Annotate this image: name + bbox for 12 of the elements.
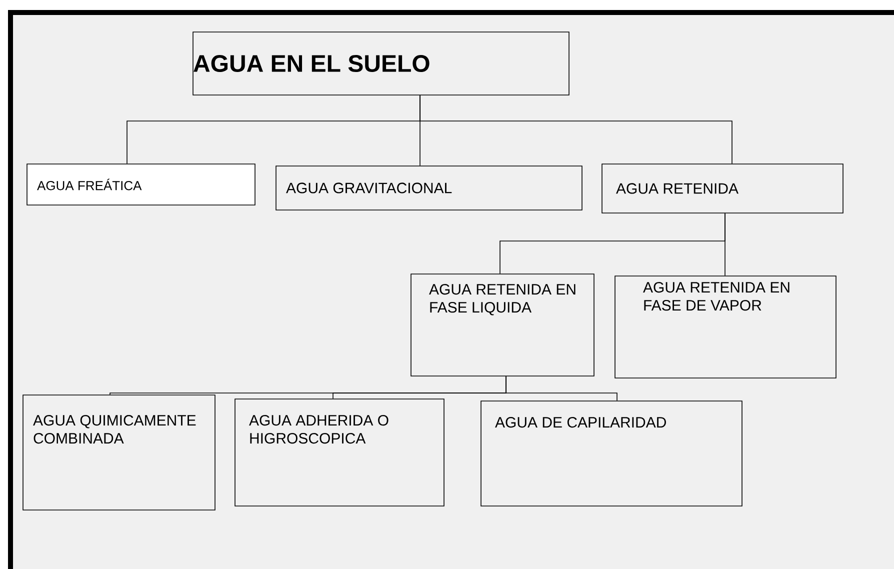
connector-line — [724, 213, 726, 276]
concept-box: AGUA ADHERIDA O HIGROSCOPICA — [234, 398, 444, 506]
concept-box: AGUA FREÁTICA — [26, 164, 256, 206]
concept-box: AGUA DE CAPILARIDAD — [480, 400, 742, 506]
concept-box: AGUA EN EL SUELO — [192, 32, 570, 96]
connector-line — [506, 376, 618, 401]
concept-box: AGUA QUIMICAMENTE COMBINADA — [22, 394, 216, 510]
concept-box: AGUA RETENIDA EN FASE DE VAPOR — [614, 276, 836, 378]
connector-line — [420, 95, 732, 164]
concept-box: AGUA RETENIDA — [602, 164, 844, 214]
concept-box: AGUA GRAVITACIONAL — [276, 166, 582, 210]
concept-box: AGUA RETENIDA EN FASE LIQUIDA — [410, 274, 594, 376]
